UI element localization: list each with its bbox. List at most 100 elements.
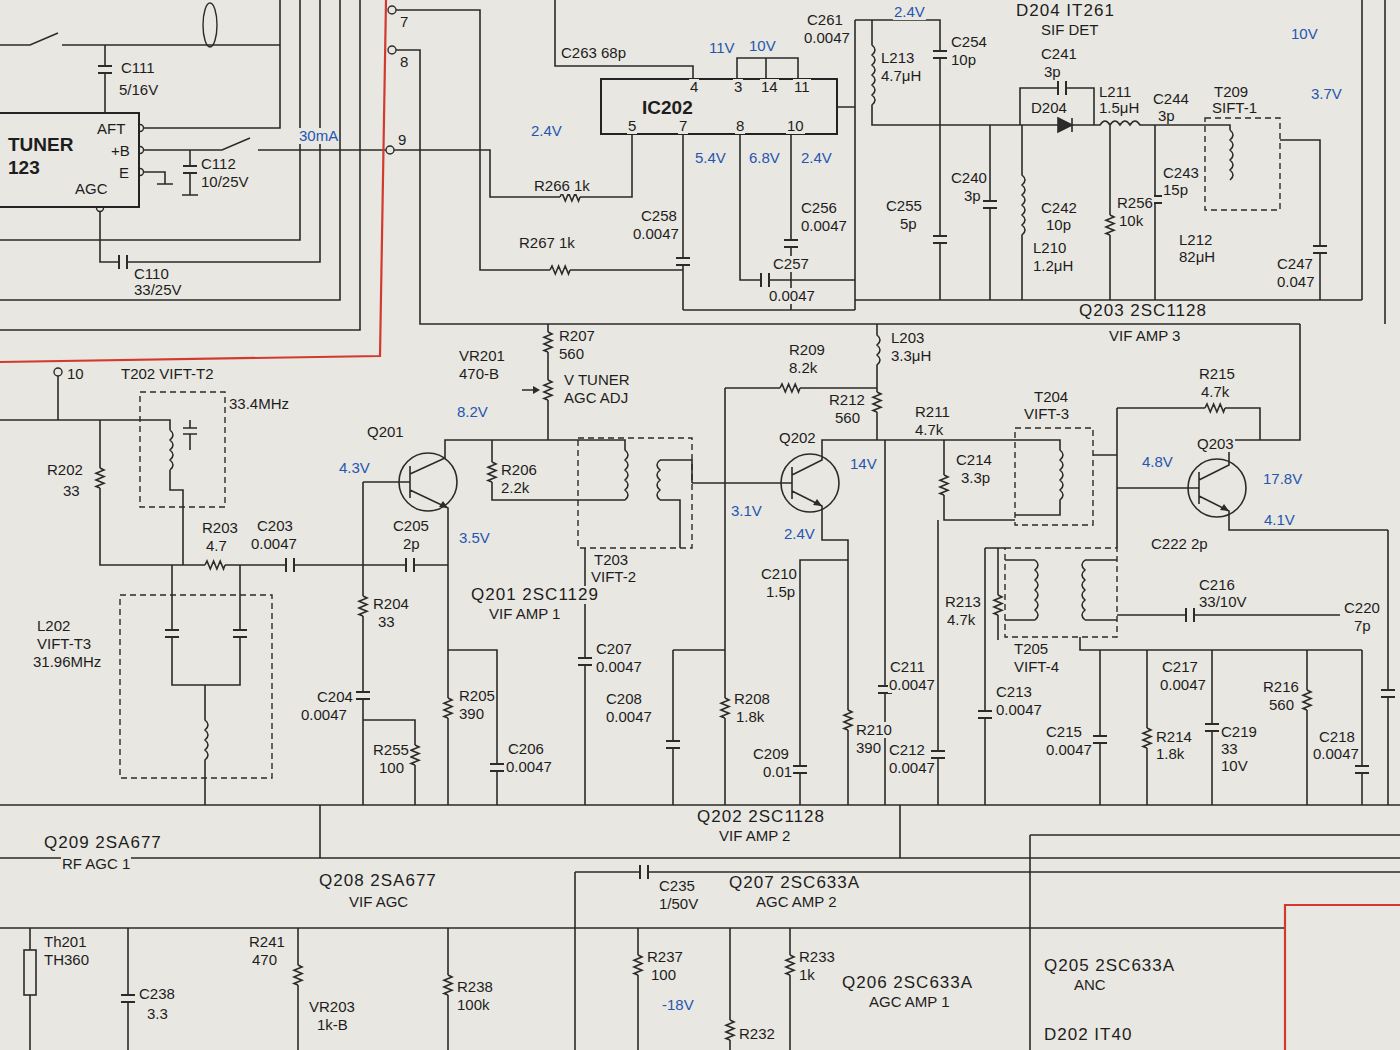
component-label: R216 [1262, 679, 1300, 695]
resistor-symbol [726, 1020, 734, 1040]
resistor-symbol [940, 475, 948, 495]
component-label: C208 [605, 691, 643, 707]
resistor-symbol [96, 468, 104, 488]
component-label: R210 [855, 722, 893, 738]
component-label: VIFT-T3 [36, 636, 92, 652]
component-label: ANC [1073, 977, 1107, 993]
voltage-reading: 2.4V [530, 123, 563, 139]
component-label: 1/50V [658, 896, 699, 912]
component-label: C205 [392, 518, 430, 534]
component-label: 100 [650, 967, 677, 983]
component-label: 0.0047 [595, 659, 643, 675]
component-label: R237 [646, 949, 684, 965]
component-label: 10p [950, 52, 977, 68]
component-label: 560 [1268, 697, 1295, 713]
component-label: 10k [1118, 213, 1144, 229]
component-label: T204 [1033, 389, 1069, 405]
component-label: C244 [1152, 91, 1190, 107]
component-label: Q203 [1196, 436, 1235, 452]
capacitor-symbol [978, 711, 992, 718]
component-label: 33 [377, 614, 396, 630]
component-label: C240 [950, 170, 988, 186]
resistor-symbol [205, 561, 225, 569]
component-label: 31.96MHz [32, 654, 102, 670]
resistor-symbol [994, 595, 1002, 615]
component-label: C254 [950, 34, 988, 50]
component-label: 3p [1043, 64, 1062, 80]
component-label: 0.0047 [632, 226, 680, 242]
voltage-reading: 2.4V [783, 526, 816, 542]
component-label: 33/25V [133, 282, 183, 298]
shield-symbol [203, 3, 217, 47]
component-label: AGC [74, 181, 109, 197]
device-label: Q208 2SA677 [318, 872, 438, 890]
component-label: 68p [600, 45, 627, 61]
component-label: 0.047 [1276, 274, 1316, 290]
terminal-dot [388, 6, 396, 14]
resistor-symbol [1106, 215, 1114, 235]
device-label: D202 IT40 [1043, 1026, 1133, 1044]
capacitor-symbol [286, 558, 294, 572]
device-label: D204 IT261 [1015, 2, 1116, 20]
component-label: 3.3 [146, 1006, 169, 1022]
component-label: C112 [200, 156, 237, 172]
device-label: Q202 2SC1128 [696, 808, 826, 826]
device-label: Q206 2SC633A [841, 974, 974, 992]
resistor-symbol [550, 266, 570, 274]
voltage-reading: 2.4V [893, 4, 926, 20]
capacitor-symbol [1093, 736, 1107, 743]
device-label: Q201 2SC1129 [470, 586, 600, 604]
component-label: 560 [558, 346, 585, 362]
capacitor-symbol [406, 558, 414, 572]
voltage-reading: -18V [661, 997, 695, 1013]
component-label: 5p [899, 216, 918, 232]
component-label: 8 [735, 118, 745, 134]
capacitor-symbol [931, 751, 945, 758]
component-label: C256 [800, 200, 838, 216]
component-label: L202 [36, 618, 71, 634]
capacitor-symbol [1381, 690, 1395, 697]
capacitor-symbol [165, 630, 179, 637]
component-label: VR201 [458, 348, 506, 364]
component-label: 3.3p [960, 470, 991, 486]
component-label: L210 [1032, 240, 1067, 256]
capacitor-symbol [121, 995, 135, 1002]
resistor-symbol [873, 392, 881, 412]
component-label: C222 2p [1150, 536, 1209, 552]
capacitor-symbol [98, 66, 112, 73]
device-label: Q203 2SC1128 [1078, 302, 1208, 320]
component-label: VIFT-2 [590, 569, 637, 585]
resistor-symbol [786, 955, 794, 975]
capacitor-symbol [1205, 724, 1219, 731]
capacitor-symbol [640, 865, 648, 879]
component-label: 0.0047 [250, 536, 298, 552]
component-label: 0.0047 [505, 759, 553, 775]
component-label: 100 [378, 760, 405, 776]
resistor-symbol [544, 332, 552, 352]
component-label: C212 [888, 742, 926, 758]
resistor-symbol [411, 745, 419, 765]
component-label: TH360 [43, 952, 90, 968]
component-label: C243 [1162, 165, 1200, 181]
component-label: 0.0047 [1159, 677, 1207, 693]
component-label: R214 [1155, 729, 1193, 745]
component-label: 1.8k [735, 709, 765, 725]
component-label: R211 [914, 404, 951, 420]
component-label: C261 [806, 12, 844, 28]
component-label: C203 [256, 518, 294, 534]
component-label: 15p [1162, 182, 1189, 198]
component-label: C238 [138, 986, 176, 1002]
component-label: 5 [627, 118, 637, 134]
component-label: 4.7k [946, 612, 976, 628]
component-label: 0.0047 [803, 30, 851, 46]
component-label: 0.0047 [888, 760, 936, 776]
component-label: 33 [1220, 741, 1239, 757]
component-label: 14 [760, 79, 779, 95]
component-label: 1.5μH [1098, 100, 1140, 116]
component-label: C216 [1198, 577, 1236, 593]
component-label: C111 [120, 60, 156, 76]
component-label: 2.2k [500, 480, 530, 496]
resistor-symbol [359, 596, 367, 616]
component-label: 470-B [458, 366, 500, 382]
resistor-symbol [560, 193, 580, 201]
